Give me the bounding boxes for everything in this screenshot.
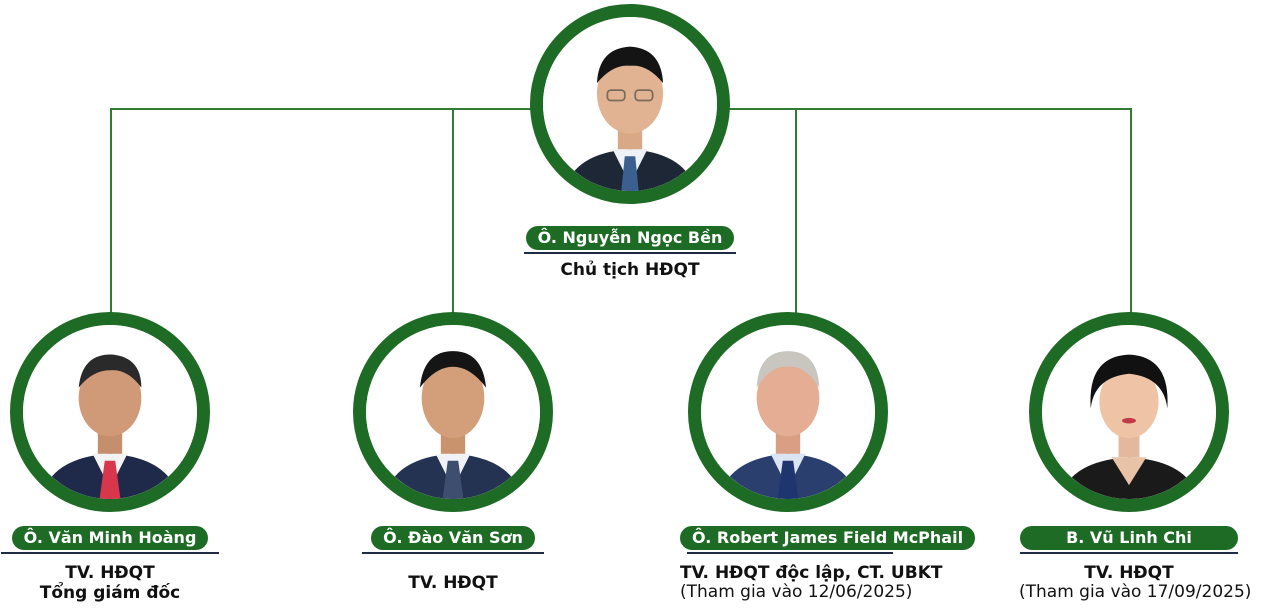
chairman-name: Ô. Nguyễn Ngọc Bền	[525, 226, 735, 250]
chairman-photo	[530, 4, 730, 204]
member-3-card: Ô. Robert James Field McPhail TV. HĐQT đ…	[680, 526, 976, 602]
member-1-name: Ô. Văn Minh Hoàng	[11, 526, 209, 550]
member-3-join-date: (Tham gia vào 12/06/2025)	[680, 582, 913, 602]
member-1-card: Ô. Văn Minh Hoàng TV. HĐQT Tổng giám đốc	[0, 526, 220, 603]
person-portrait-icon	[701, 325, 875, 499]
connector-member-2	[452, 108, 454, 313]
member-2-role: TV. HĐQT	[408, 573, 498, 593]
member-4-role: TV. HĐQT	[1084, 563, 1174, 583]
member-4-underline	[1020, 552, 1238, 554]
member-3-underline	[687, 552, 893, 554]
member-1-role-2: Tổng giám đốc	[39, 583, 181, 603]
member-3-photo	[688, 312, 888, 512]
member-2-photo	[353, 312, 553, 512]
member-3-name: Ô. Robert James Field McPhail	[680, 526, 976, 550]
member-3-role: TV. HĐQT độc lập, CT. UBKT	[680, 563, 943, 583]
member-2-name: Ô. Đào Văn Sơn	[371, 526, 535, 550]
person-portrait-icon	[1042, 325, 1216, 499]
member-2-underline	[362, 552, 544, 554]
member-4-join-date: (Tham gia vào 17/09/2025)	[1019, 582, 1252, 602]
connector-member-1	[110, 108, 112, 313]
member-1-photo	[10, 312, 210, 512]
chairman-underline	[524, 252, 736, 254]
person-portrait-icon	[23, 325, 197, 499]
member-4-name: B. Vũ Linh Chi	[1020, 526, 1238, 550]
member-2-card: Ô. Đào Văn Sơn TV. HĐQT	[343, 526, 563, 593]
member-4-card: B. Vũ Linh Chi TV. HĐQT (Tham gia vào 17…	[1019, 526, 1252, 602]
chairman-role: Chủ tịch HĐQT	[560, 260, 700, 280]
connector-member-3	[795, 108, 797, 313]
member-4-photo	[1029, 312, 1229, 512]
person-portrait-icon	[543, 17, 717, 191]
member-1-role: TV. HĐQT	[65, 563, 155, 583]
member-1-underline	[1, 552, 219, 554]
person-portrait-icon	[366, 325, 540, 499]
connector-member-4	[1130, 108, 1132, 313]
chairman-card: Ô. Nguyễn Ngọc Bền Chủ tịch HĐQT	[520, 226, 740, 280]
